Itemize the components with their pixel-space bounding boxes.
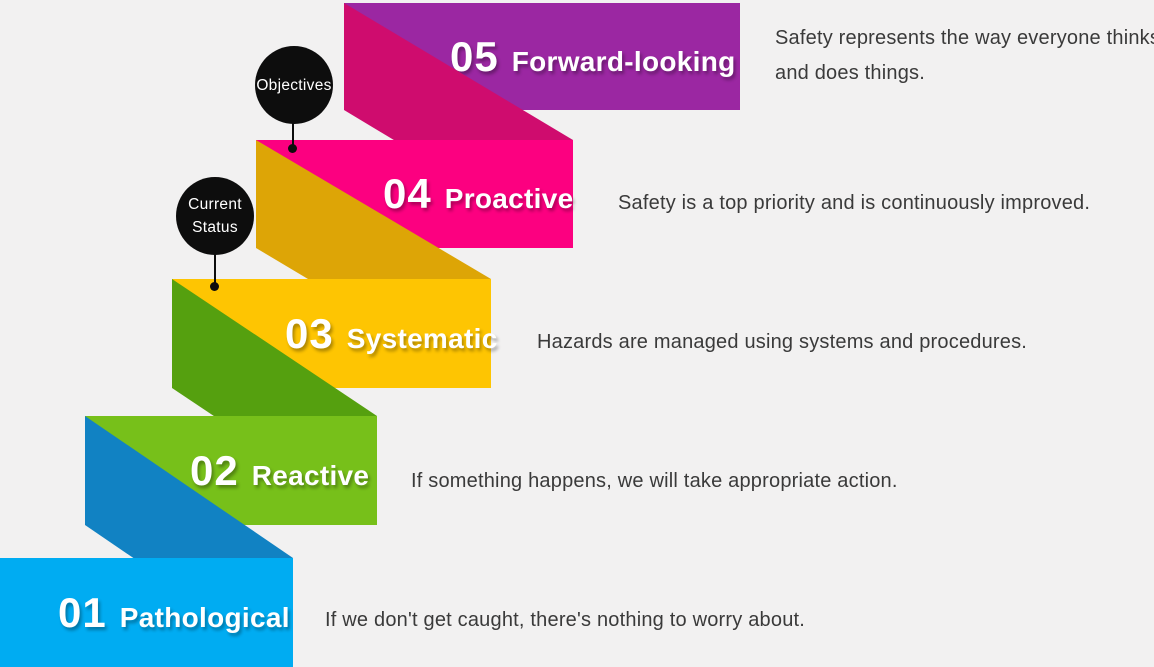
step-label-03: 03 Systematic [285,309,498,357]
step-description-01: If we don't get caught, there's nothing … [325,609,806,631]
marker-dot [210,282,219,291]
step-description-02: If something happens, we will take appro… [411,470,898,492]
current-status-marker-label-line2: Status [192,219,238,236]
step-name: Systematic [346,322,498,354]
current-status-marker: Current Status [176,177,254,255]
step-number: 05 [450,32,499,80]
step-description-03: Hazards are managed using systems and pr… [537,331,1028,353]
objectives-marker-label: Objectives [256,76,332,94]
step-label-01: 01 Pathological [58,588,290,636]
step-label-05: 05 Forward-looking [450,32,736,80]
step-name: Reactive [251,459,370,491]
step-number: 03 [285,309,334,357]
step-number: 01 [58,588,107,636]
marker-dot [288,144,297,153]
step-number: 04 [383,170,432,217]
step-name: Forward-looking [511,45,736,77]
step-label-02: 02 Reactive [190,446,370,494]
marker-stem [214,251,216,285]
step-description-04: Safety is a top priority and is continuo… [618,192,1091,214]
step-label-04: 04 Proactive [383,173,574,215]
step-number: 02 [190,446,239,494]
current-status-marker-label-line1: Current [188,196,242,213]
marker-stem [292,120,294,147]
objectives-marker: Objectives [255,46,333,124]
step-name: Pathological [119,601,290,633]
step-description-05: Safety represents the way everyone think… [775,27,1154,84]
step-banner-01: 01 Pathological [0,558,293,667]
step-name: Proactive [444,183,574,214]
